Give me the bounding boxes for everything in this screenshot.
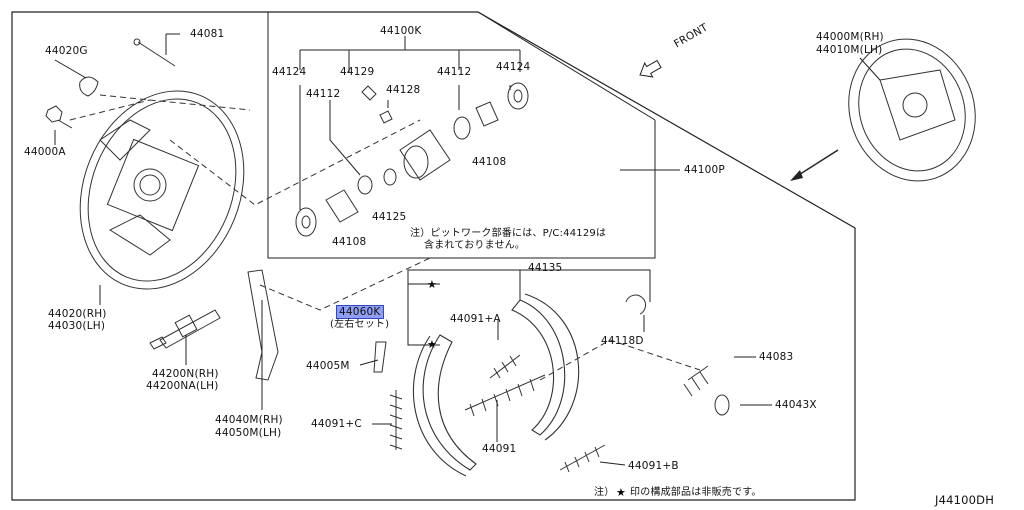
part-label-44129[interactable]: 44129: [340, 66, 375, 78]
part-label-44081[interactable]: 44081: [190, 28, 225, 40]
note-not-sold-text: 印の構成部品は非販売です。: [630, 487, 762, 498]
part-label-44112-right[interactable]: 44112: [437, 66, 472, 78]
part-label-44118d[interactable]: 44118D: [601, 335, 644, 347]
part-label-44125[interactable]: 44125: [372, 211, 407, 223]
part-label-44010m[interactable]: 44010M(LH): [816, 44, 883, 56]
part-label-44083[interactable]: 44083: [759, 351, 794, 363]
part-label-44020rh[interactable]: 44020(RH): [48, 308, 107, 320]
part-label-44000a[interactable]: 44000A: [24, 146, 66, 158]
part-label-44043x[interactable]: 44043X: [775, 399, 817, 411]
part-label-44135[interactable]: 44135: [528, 262, 563, 274]
part-label-44060k-selected[interactable]: 44060K: [336, 305, 384, 319]
note-pitwork-line1: 注）ピットワーク部番には、P/C:44129は: [410, 228, 607, 239]
part-label-44040m[interactable]: 44040M(RH): [215, 414, 283, 426]
part-label-44112-left[interactable]: 44112: [306, 88, 341, 100]
part-label-44100p[interactable]: 44100P: [684, 164, 725, 176]
part-label-44124-left[interactable]: 44124: [272, 66, 307, 78]
part-label-44200na[interactable]: 44200NA(LH): [146, 380, 219, 392]
part-label-44020g[interactable]: 44020G: [45, 45, 88, 57]
part-label-44000m[interactable]: 44000M(RH): [816, 31, 884, 43]
part-label-44200n[interactable]: 44200N(RH): [152, 368, 219, 380]
part-label-44108-right[interactable]: 44108: [472, 156, 507, 168]
part-label-44124-right[interactable]: 44124: [496, 61, 531, 73]
part-label-44091c[interactable]: 44091+C: [311, 418, 362, 430]
part-label-44091b[interactable]: 44091+B: [628, 460, 679, 472]
note-not-sold-prefix: 注）: [594, 487, 615, 498]
diagram-code: J44100DH: [935, 493, 995, 507]
part-label-44100k[interactable]: 44100K: [380, 25, 422, 37]
note-pitwork-line2: 含まれておりません。: [424, 240, 526, 251]
part-label-44128[interactable]: 44128: [386, 84, 421, 96]
svg-text:★: ★: [616, 486, 626, 499]
part-label-44050m[interactable]: 44050M(LH): [215, 427, 282, 439]
part-label-44005m[interactable]: 44005M: [306, 360, 350, 372]
part-label-44060k-sub: (左右セット): [330, 319, 390, 330]
part-label-44030lh[interactable]: 44030(LH): [48, 320, 106, 332]
part-label-44091[interactable]: 44091: [482, 443, 517, 455]
part-label-44108-left[interactable]: 44108: [332, 236, 367, 248]
part-label-44091a[interactable]: 44091+A: [450, 313, 501, 325]
